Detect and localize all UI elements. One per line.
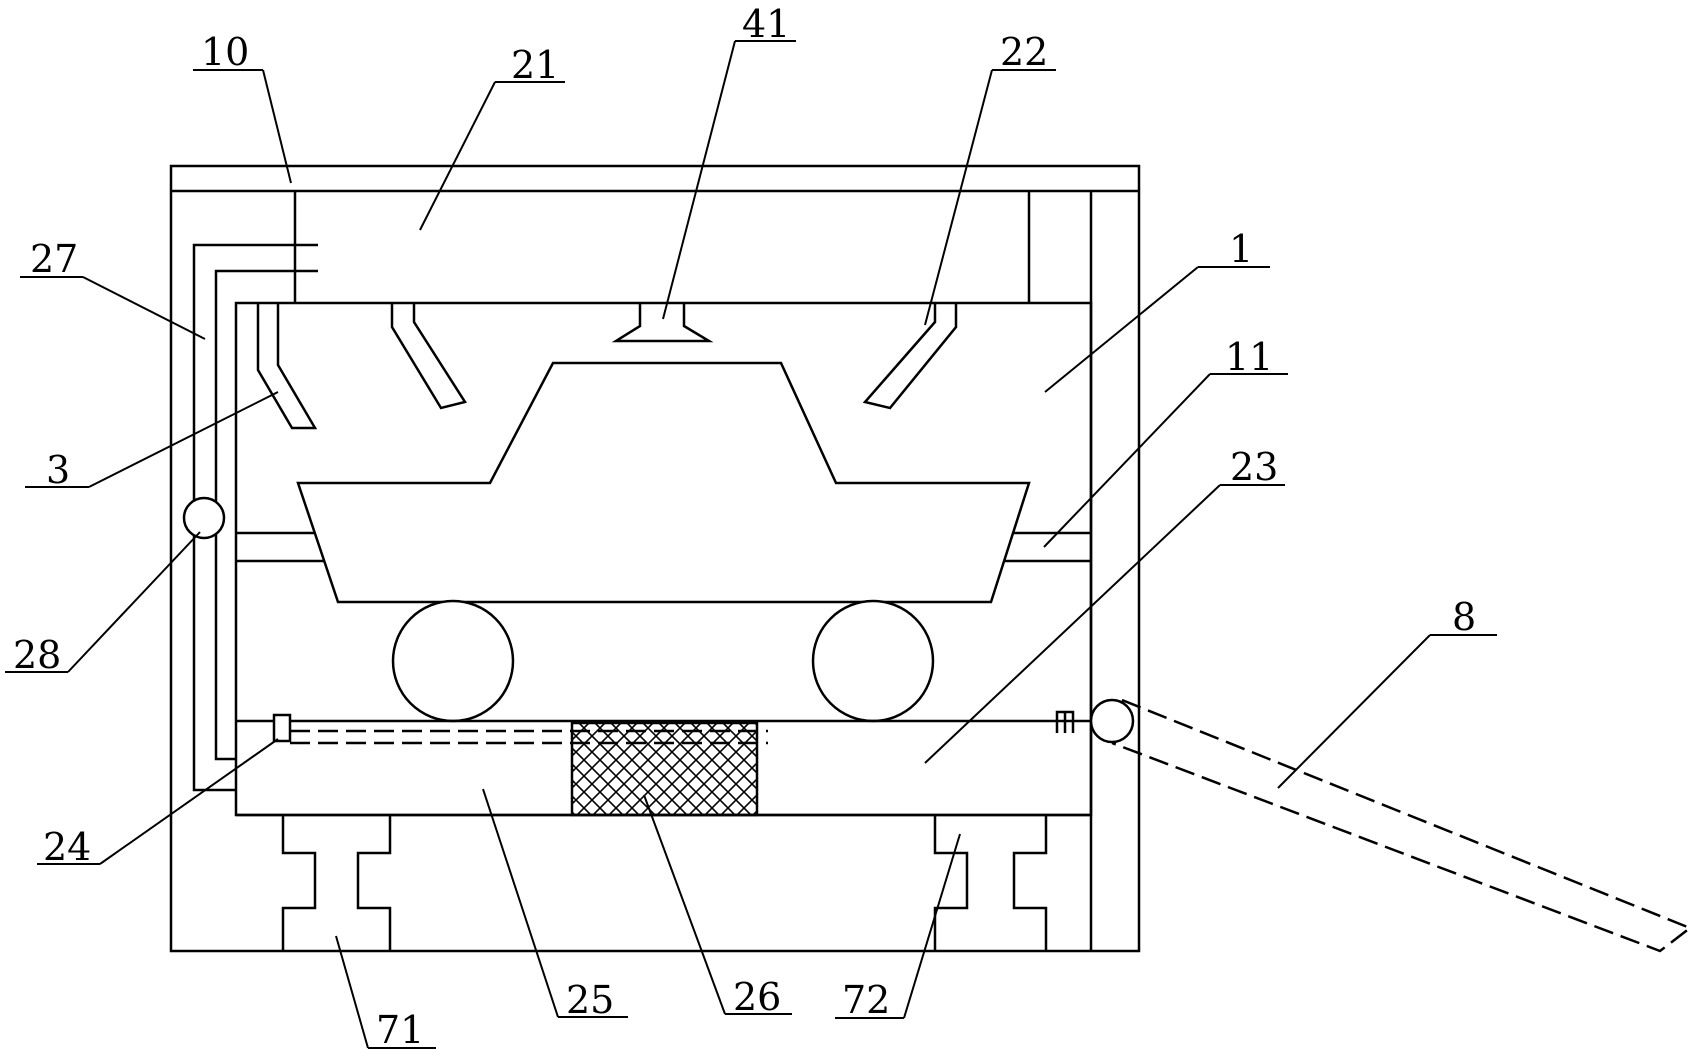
label-27: 27: [30, 237, 78, 281]
label-10: 10: [201, 30, 249, 74]
label-72: 72: [842, 978, 890, 1022]
label-1: 1: [1229, 227, 1253, 271]
leader-23-pointer: [924, 484, 1221, 764]
label-23: 23: [1230, 445, 1278, 489]
hinge: [1089, 698, 1135, 744]
label-3: 3: [46, 448, 70, 492]
pipe-27-inner: [214, 269, 318, 761]
outer-housing: [169, 164, 1141, 953]
leader-22-pointer: [924, 69, 993, 326]
leader-71-pointer: [335, 935, 369, 1049]
hose-24-fitting: [272, 713, 292, 743]
nozzle-3: [256, 303, 318, 430]
filter-26: [570, 721, 759, 817]
leader-24-pointer: [99, 738, 279, 865]
leader-8-pointer: [1277, 634, 1431, 789]
pump-28: [182, 496, 226, 540]
nozzle-left: [390, 303, 467, 410]
nozzle-41: [611, 303, 714, 343]
car-body: [296, 361, 1031, 604]
leader-3-pointer: [88, 391, 279, 488]
wheel-left: [391, 599, 515, 723]
label-8: 8: [1452, 595, 1476, 639]
label-22: 22: [1000, 30, 1048, 74]
door-latch: [1055, 710, 1075, 733]
ramp-8: [1111, 698, 1693, 953]
leader-26-pointer: [643, 794, 726, 1015]
leader-41-pointer: [662, 40, 736, 320]
label-28: 28: [13, 633, 61, 677]
wheel-right: [811, 599, 935, 723]
nozzle-22: [862, 303, 958, 410]
leader-1-pointer: [1044, 266, 1199, 393]
leader-10-pointer: [262, 69, 292, 184]
label-41: 41: [742, 2, 790, 46]
label-11: 11: [1225, 335, 1273, 379]
label-71: 71: [376, 1008, 424, 1051]
label-26: 26: [733, 975, 781, 1019]
label-25: 25: [566, 978, 614, 1022]
support-71: [281, 815, 392, 951]
support-72: [933, 815, 1048, 951]
label-24: 24: [43, 825, 91, 869]
leader-27-pointer: [82, 276, 206, 340]
leader-25-pointer: [482, 788, 559, 1018]
leader-28-pointer: [67, 531, 201, 673]
leader-72-pointer: [903, 833, 961, 1019]
leader-21-pointer: [419, 81, 496, 231]
label-21: 21: [511, 43, 559, 87]
leader-11-pointer: [1043, 373, 1211, 548]
